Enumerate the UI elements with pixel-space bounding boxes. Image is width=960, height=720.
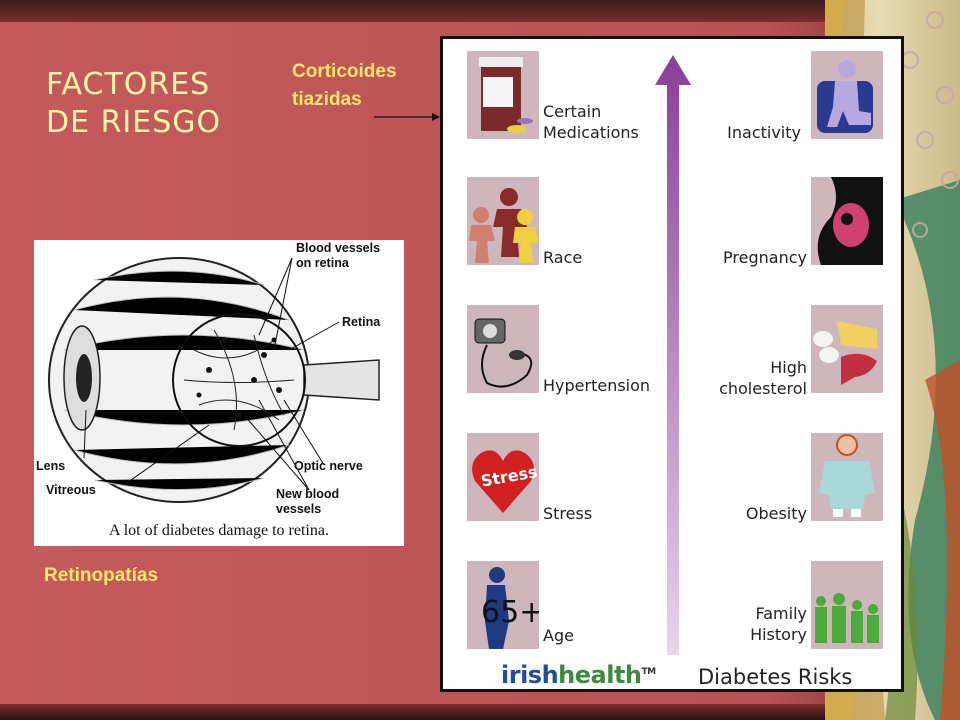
medication-bottle-icon — [467, 51, 539, 139]
slide-title: FACTORES DE RIESGO — [46, 67, 222, 140]
label-retina: Retina — [342, 315, 381, 329]
risk-family-history: Family History — [750, 604, 807, 644]
bottom-band — [0, 704, 960, 720]
sitting-person-icon — [811, 51, 883, 139]
obese-person-icon — [811, 433, 883, 521]
upward-arrow-icon — [655, 55, 691, 655]
label-vitreous: Vitreous — [46, 483, 96, 497]
retinopathy-note: Retinopatías — [44, 565, 159, 586]
label-lens: Lens — [36, 459, 65, 473]
family-icon — [811, 561, 883, 649]
label-new-vessels: New blood — [276, 487, 339, 501]
fatty-food-icon — [811, 305, 883, 393]
age-badge: 65+ — [481, 595, 539, 630]
elderly-icon: 65+ — [467, 561, 539, 649]
stress-heart-icon: Stress — [467, 433, 539, 521]
medication-note: Corticoides tiazidas — [292, 61, 397, 110]
irishhealth-logo: irishhealthTM — [501, 661, 656, 689]
label-optic-nerve: Optic nerve — [294, 459, 363, 473]
label-blood-vessels: Blood vessels — [296, 241, 380, 255]
top-band — [0, 0, 960, 22]
eye-caption: A lot of diabetes damage to retina. — [109, 522, 329, 539]
pregnancy-icon — [811, 177, 883, 265]
risk-race: Race — [543, 248, 583, 267]
risk-age: Age — [543, 626, 574, 645]
label-blood-vessels-2: on retina — [296, 256, 350, 270]
risk-inactivity: Inactivity — [727, 123, 801, 142]
blood-pressure-icon — [467, 305, 539, 393]
risk-obesity: Obesity — [745, 504, 807, 523]
eye-cross-section-icon: Blood vessels on retina Retina Lens Vitr… — [36, 241, 381, 516]
diabetes-risks-poster: Certain Medications Race Hypertension St… — [440, 36, 904, 692]
risk-medications: Certain Medications — [543, 102, 639, 142]
risk-cholesterol: High cholesterol — [719, 358, 807, 398]
label-new-vessels-2: vessels — [276, 502, 321, 516]
people-icon — [467, 177, 539, 265]
risk-hypertension: Hypertension — [543, 376, 651, 395]
pointer-arrow-icon — [374, 113, 440, 121]
poster-title: Diabetes Risks — [698, 665, 853, 689]
risk-stress: Stress — [543, 504, 593, 523]
risk-pregnancy: Pregnancy — [723, 248, 807, 267]
eye-diagram: Blood vessels on retina Retina Lens Vitr… — [34, 240, 404, 546]
